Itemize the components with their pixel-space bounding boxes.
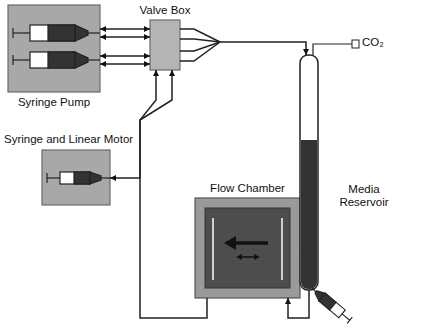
chamber-channel — [281, 218, 283, 280]
reservoir-media — [301, 250, 317, 289]
chamber-channel — [212, 218, 214, 280]
pump-node: Syringe Pump — [8, 5, 100, 92]
chamber-core — [205, 208, 290, 288]
flow-arrow — [224, 236, 268, 260]
gas-nozzle — [352, 40, 359, 48]
drain-syringe — [313, 288, 353, 324]
tubing-line — [220, 42, 306, 55]
chamber-frame — [195, 198, 300, 298]
pump-syringe — [13, 52, 100, 68]
tubing-line — [180, 29, 220, 42]
node-label: Syringe and Linear Motor — [4, 133, 133, 146]
node-label: Syringe Pump — [18, 96, 90, 109]
node-label: Media Reservoir — [332, 183, 396, 209]
valve-housing — [150, 20, 180, 70]
tubing-line — [100, 36, 150, 38]
valve-node: Valve Box — [150, 20, 180, 70]
tubing-line — [110, 70, 156, 178]
reservoir-tube — [300, 55, 318, 290]
tubing-line — [180, 39, 220, 42]
node-label: Valve Box — [140, 4, 191, 17]
drain-line — [312, 288, 316, 292]
tubing-line — [100, 55, 150, 57]
motor-housing — [42, 150, 110, 205]
tubing-connector — [180, 29, 306, 61]
motor-syringe — [47, 172, 110, 184]
chamber-node: Flow Chamber — [195, 198, 300, 298]
node-label: Flow Chamber — [210, 182, 285, 195]
gas-label: CO₂ — [362, 36, 384, 49]
tubing-connector — [100, 29, 150, 64]
reservoir-tube — [300, 55, 318, 290]
tubing-connector — [288, 290, 309, 318]
tubing-line — [100, 28, 150, 30]
motor-node: Syringe and Linear Motor — [42, 150, 110, 205]
tubing-connector — [110, 70, 156, 178]
gas-line — [313, 44, 352, 55]
pump-housing — [8, 5, 100, 92]
reservoir-node: Media Reservoir — [300, 55, 318, 290]
tubing-line — [180, 42, 220, 61]
tubing-line — [100, 63, 150, 65]
pump-syringe — [13, 25, 100, 41]
tubing-line — [288, 290, 309, 318]
